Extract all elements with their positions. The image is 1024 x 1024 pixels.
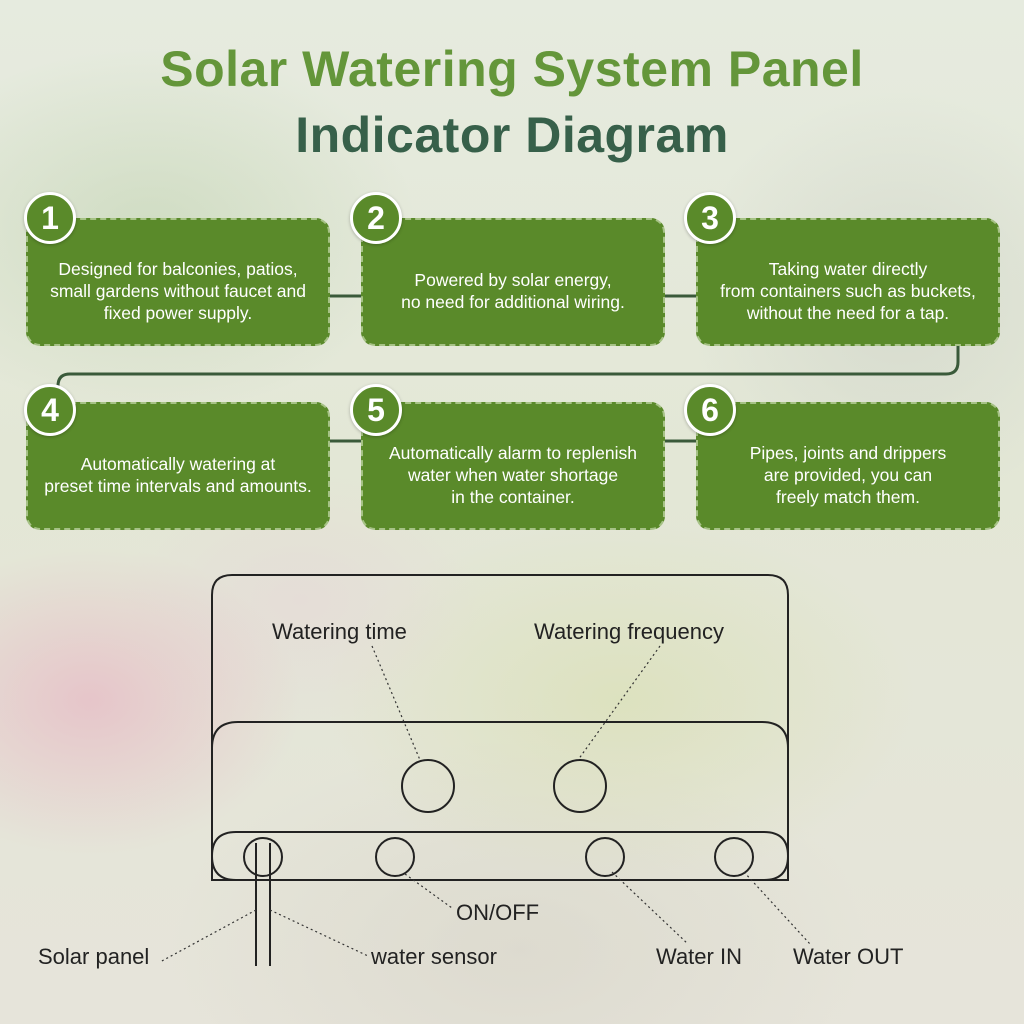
device-outline: [210, 574, 790, 966]
label-water-in: Water IN: [656, 944, 742, 969]
feature-card-1: Designed for balconies, patios, small ga…: [26, 218, 330, 346]
feature-card-2: Powered by solar energy, no need for add…: [361, 218, 665, 346]
label-water-out: Water OUT: [793, 944, 904, 969]
feature-card-3: Taking water directly from containers su…: [696, 218, 1000, 346]
feature-text-2: Powered by solar energy, no need for add…: [401, 270, 625, 312]
card-connectors: [56, 294, 960, 443]
water-in-port: [585, 837, 625, 877]
leader-water-out: [743, 871, 811, 945]
label-on-off: ON/OFF: [456, 900, 540, 925]
page-title: Solar Watering System Panel: [160, 41, 864, 97]
feature-text-5: Automatically alarm to replenish water w…: [388, 443, 638, 507]
leader-water-sensor: [269, 909, 369, 957]
leader-watering-frequency: [577, 645, 661, 761]
feature-text-1: Designed for balconies, patios, small ga…: [50, 259, 306, 323]
feature-number-1: 1: [24, 192, 76, 244]
on-off-button: [375, 837, 415, 877]
leader-lines: [159, 645, 811, 963]
feature-number-2: 2: [350, 192, 402, 244]
feature-card-4: Automatically watering at preset time in…: [26, 402, 330, 530]
feature-number-3: 3: [684, 192, 736, 244]
feature-text-6: Pipes, joints and drippers are provided,…: [749, 443, 947, 507]
control-panel-front: [211, 721, 789, 880]
label-watering-frequency: Watering frequency: [534, 619, 724, 644]
sensor-port: [243, 837, 283, 877]
label-water-sensor: water sensor: [371, 944, 497, 969]
label-watering-time: Watering time: [272, 619, 407, 644]
feature-number-5: 5: [350, 384, 402, 436]
connector-strip: [210, 831, 790, 881]
feature-number-6: 6: [684, 384, 736, 436]
leader-solar-panel: [159, 909, 257, 963]
leader-watering-time: [371, 645, 421, 761]
connector-3-4: [56, 346, 960, 400]
watering-time-knob: [401, 759, 455, 813]
watering-frequency-knob: [553, 759, 607, 813]
water-out-port: [714, 837, 754, 877]
feature-text-3: Taking water directly from containers su…: [720, 259, 976, 323]
feature-card-5: Automatically alarm to replenish water w…: [361, 402, 665, 530]
feature-card-6: Pipes, joints and drippers are provided,…: [696, 402, 1000, 530]
leader-water-in: [611, 871, 689, 945]
feature-text-4: Automatically watering at preset time in…: [44, 454, 312, 496]
feature-number-4: 4: [24, 384, 76, 436]
label-solar-panel: Solar panel: [38, 944, 150, 969]
page-subtitle: Indicator Diagram: [295, 107, 729, 163]
